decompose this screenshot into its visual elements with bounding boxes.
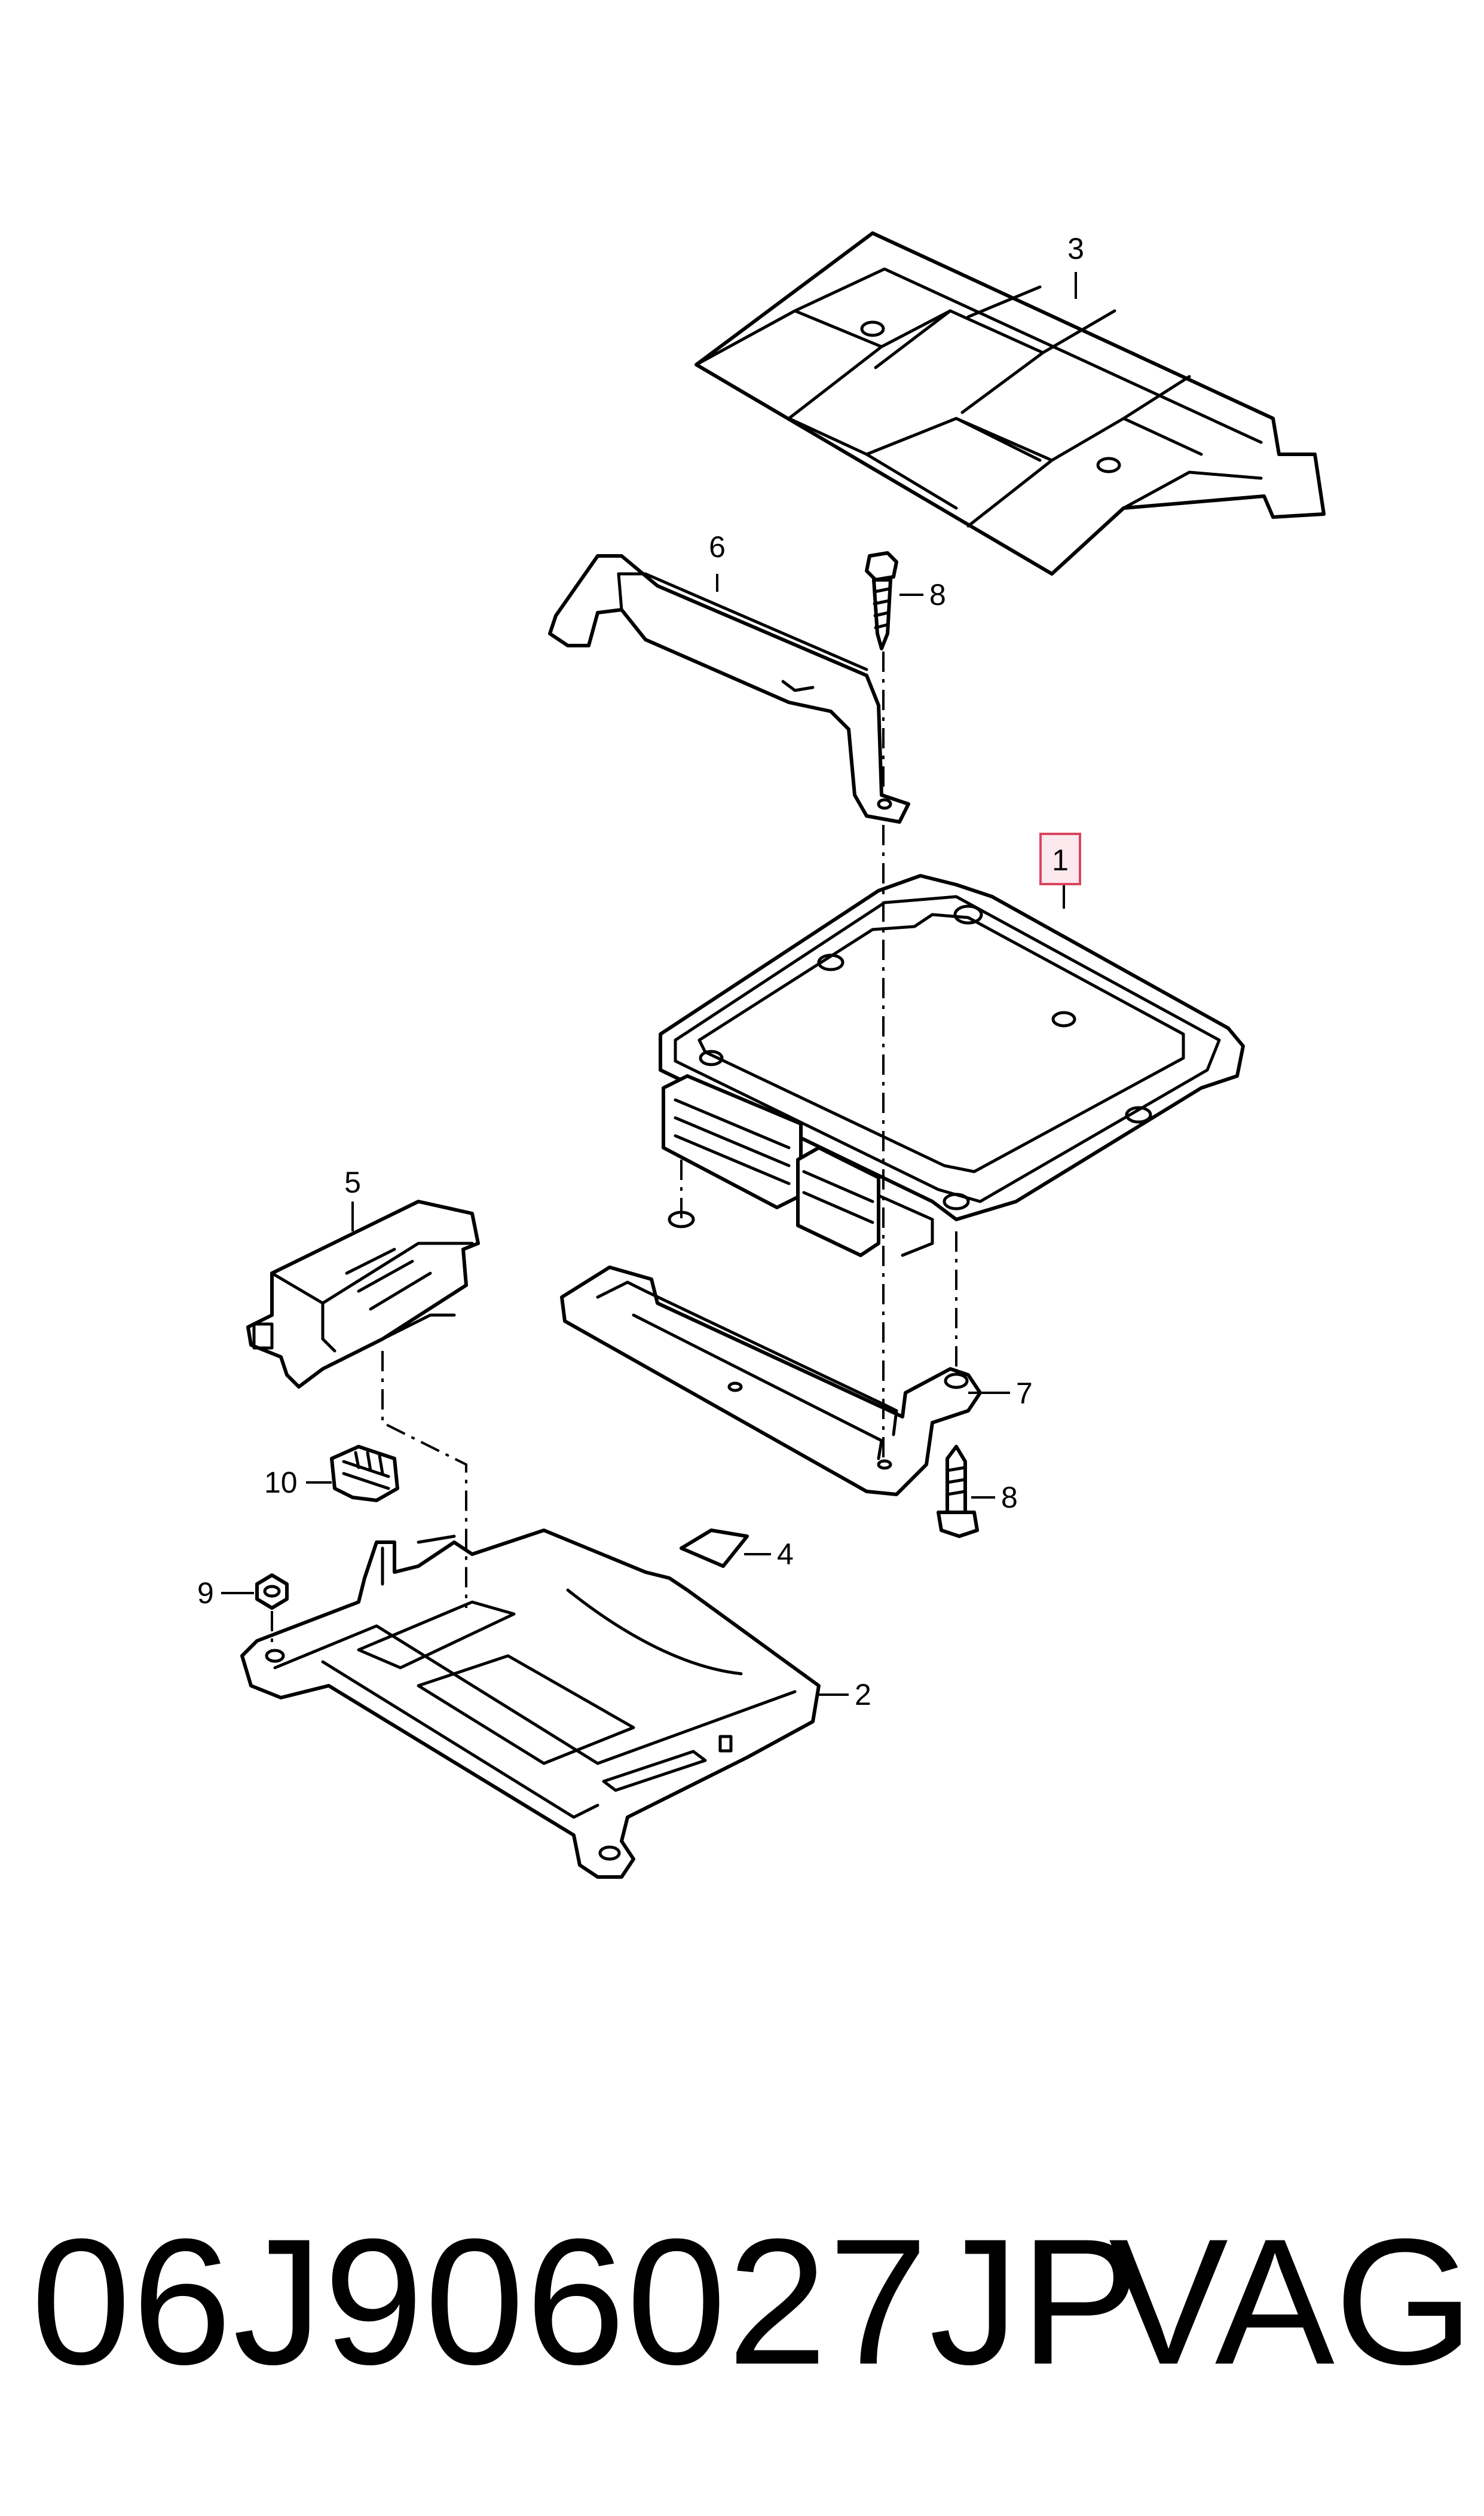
part-4-pad [680, 1528, 749, 1568]
callout-8-upper: 8 [929, 578, 946, 612]
callout-8-lower: 8 [1001, 1481, 1018, 1514]
callout-leaders [221, 272, 1077, 1696]
part-number-label: 06J906027JP [31, 2201, 1141, 2402]
callout-9: 9 [197, 1576, 214, 1610]
callout-1-highlight [1039, 833, 1081, 885]
callout-4: 4 [777, 1537, 794, 1571]
callout-6: 6 [709, 530, 726, 564]
callout-7: 7 [1016, 1377, 1033, 1410]
part-7-frame [560, 1210, 982, 1496]
part-8-bolt-lower [937, 1445, 979, 1538]
callout-3: 3 [1067, 232, 1084, 265]
part-10-relay [330, 1445, 399, 1502]
assembly-lines [271, 652, 957, 1650]
part-6-bracket [548, 554, 910, 824]
callout-labels: 1 3 6 8 5 7 8 10 4 2 9 [197, 232, 1084, 1711]
brand-label: VAG [1109, 2201, 1474, 2402]
part-9-nut [255, 1573, 289, 1610]
part-1-control-unit [659, 874, 1245, 1257]
part-8-bolt-upper [865, 551, 898, 650]
part-2-base-plate [240, 1528, 821, 1879]
part-5-relay-holder [246, 1200, 480, 1389]
callout-2: 2 [855, 1678, 871, 1711]
callout-1: 1 [1052, 843, 1069, 877]
part-3-cover [694, 231, 1326, 576]
callout-5: 5 [344, 1166, 361, 1199]
callout-10: 10 [264, 1466, 298, 1499]
